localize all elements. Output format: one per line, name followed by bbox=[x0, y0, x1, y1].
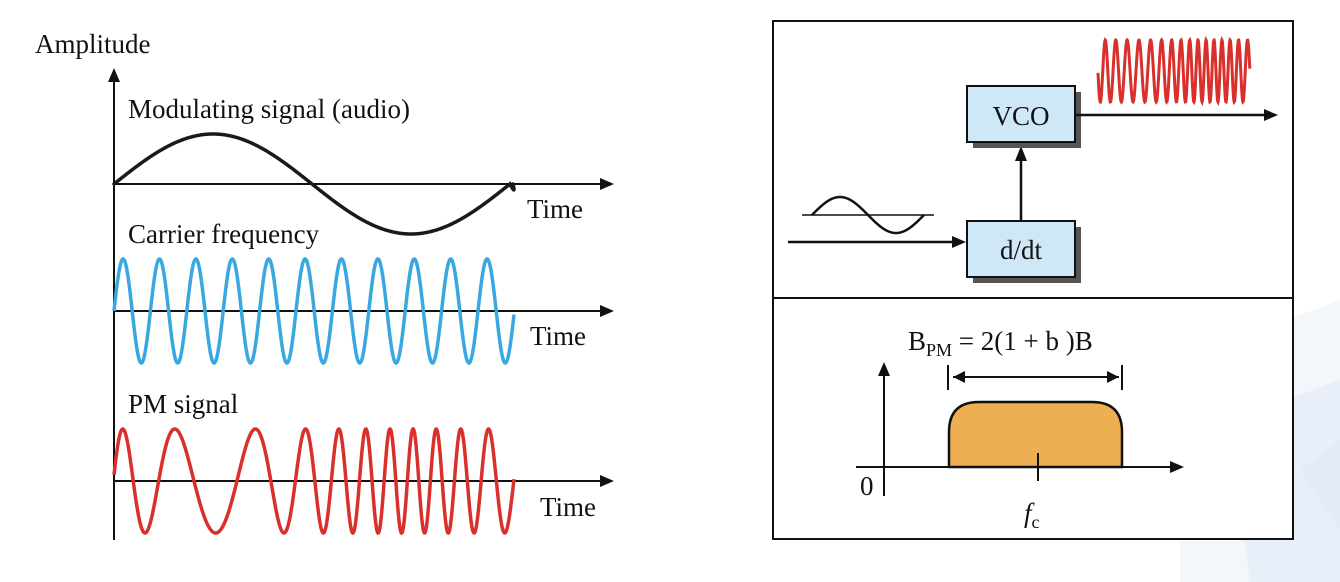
vco-output-arrowhead bbox=[1264, 109, 1278, 121]
origin-label: 0 bbox=[860, 471, 874, 501]
bandwidth-arrowhead-left bbox=[953, 371, 965, 383]
time-label-pm: Time bbox=[540, 492, 596, 522]
time-label-modulating: Time bbox=[527, 194, 583, 224]
time-label-carrier: Time bbox=[530, 321, 586, 351]
waveform-panel: Amplitude Modulating signal (audio) Time… bbox=[35, 29, 614, 540]
bandwidth-arrowhead-right bbox=[1107, 371, 1119, 383]
time-axis-carrier-arrowhead bbox=[600, 305, 614, 317]
vco-output-pm-wave bbox=[1096, 35, 1252, 107]
center-frequency-label: fc bbox=[1024, 498, 1040, 532]
pm-signal-wave bbox=[112, 426, 516, 536]
modulating-signal-wave bbox=[112, 132, 516, 236]
frequency-axis-arrowhead bbox=[1170, 461, 1184, 473]
differentiator-to-vco-arrowhead bbox=[1015, 146, 1027, 161]
modulating-signal-label: Modulating signal (audio) bbox=[128, 94, 410, 124]
pm-signal-label: PM signal bbox=[128, 389, 238, 419]
carrier-frequency-wave bbox=[112, 257, 516, 365]
vco-block: VCO bbox=[966, 85, 1081, 148]
input-arrowhead bbox=[952, 236, 966, 248]
carrier-frequency-label: Carrier frequency bbox=[128, 219, 320, 249]
time-axis-pm-arrowhead bbox=[600, 475, 614, 487]
differentiator-block: d/dt bbox=[966, 220, 1081, 283]
spectrum-amplitude-axis-arrowhead bbox=[878, 362, 890, 376]
amplitude-label: Amplitude bbox=[35, 29, 151, 59]
pm-generation-panel: d/dt VCO BPM = 2(1 + b )B 0 fc bbox=[772, 20, 1294, 540]
bandwidth-formula: BPM = 2(1 + b )B bbox=[908, 326, 1093, 360]
time-axis-modulating-arrowhead bbox=[600, 178, 614, 190]
vco-label: VCO bbox=[992, 101, 1049, 131]
differentiator-label: d/dt bbox=[1000, 235, 1043, 265]
spectrum-band bbox=[947, 400, 1124, 469]
amplitude-axis-arrowhead bbox=[108, 68, 120, 82]
